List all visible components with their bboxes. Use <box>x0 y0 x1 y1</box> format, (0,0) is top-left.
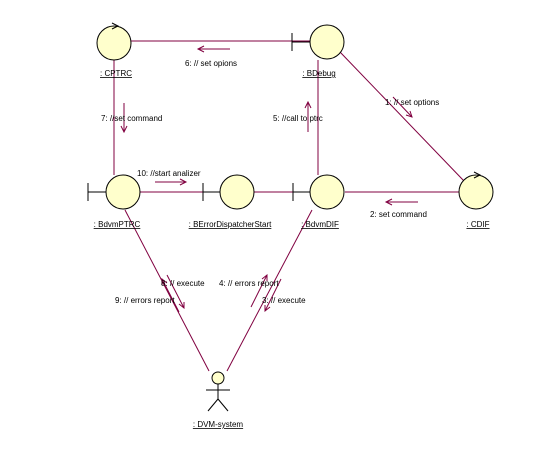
actor-name-dvm-system: : DVM-system <box>193 420 244 429</box>
message-arrow-2 <box>384 198 418 206</box>
message-label-4: 4: // errors report <box>219 279 279 288</box>
link-bdvmptrc-dvm <box>124 209 210 372</box>
object-name-bdvmptrc: : BdvmPTRC <box>94 220 141 229</box>
object-cptrc[interactable] <box>96 22 132 61</box>
message-label-8: 8: // execute <box>161 279 205 288</box>
link-bdvmdif-dvm <box>226 209 313 372</box>
message-label-6: 6: // set opions <box>185 59 237 68</box>
object-berror[interactable] <box>202 174 255 210</box>
object-name-cdif: : CDIF <box>466 220 489 229</box>
object-name-berror: : BErrorDispatcherStart <box>189 220 272 229</box>
message-label-9: 9: // errors report <box>115 296 175 305</box>
message-arrow-6 <box>196 45 230 53</box>
message-arrow-8 <box>166 274 185 310</box>
message-arrow-10 <box>155 178 188 186</box>
message-label-1: 1: // set options <box>385 98 439 107</box>
message-label-5: 5: //call to ptrc <box>273 114 323 123</box>
object-bdvmptrc[interactable] <box>87 174 141 210</box>
message-arrow-4 <box>250 273 268 308</box>
message-arrow-7 <box>120 103 128 134</box>
object-bdebug[interactable] <box>291 24 345 60</box>
message-label-10: 10: //start analizer <box>137 169 201 178</box>
object-name-bdvmdif: : BdvmDIF <box>301 220 339 229</box>
message-label-2: 2: set command <box>370 210 427 219</box>
actor-dvm-system[interactable] <box>206 371 230 412</box>
message-label-3: 3: // execute <box>262 296 306 305</box>
object-bdvmdif[interactable] <box>292 174 345 210</box>
link-bdebug-cdif <box>339 51 465 182</box>
object-name-cptrc: : CPTRC <box>100 69 132 78</box>
object-cdif[interactable] <box>458 171 494 210</box>
message-arrow-5 <box>304 100 312 132</box>
message-arrow-3 <box>264 278 282 313</box>
message-arrow-1 <box>392 96 413 118</box>
message-label-7: 7: //set command <box>101 114 162 123</box>
message-arrow-9 <box>161 277 180 313</box>
object-name-bdebug: : BDebug <box>302 69 335 78</box>
